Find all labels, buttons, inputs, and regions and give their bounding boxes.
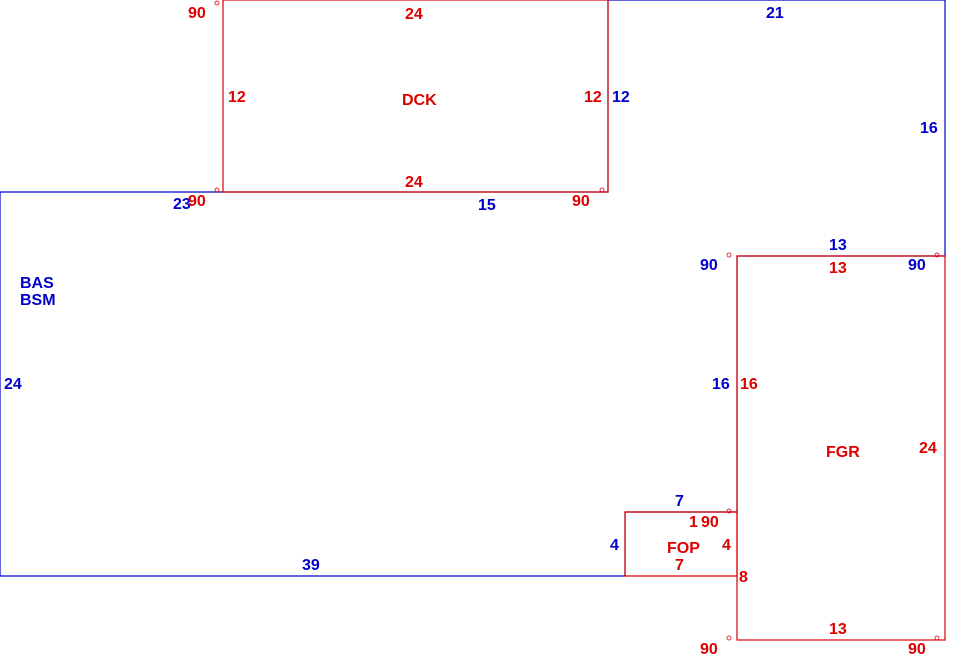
angle-dck-tl: 90	[188, 5, 206, 22]
dim-main-top: 21	[766, 5, 784, 22]
area-label-bsm: BSM	[20, 292, 56, 309]
dim-main-step-a: 23	[173, 196, 191, 213]
dim-dck-left: 12	[228, 89, 246, 106]
area-label-fop: FOP	[667, 540, 700, 557]
angle-fgr-br: 90	[908, 641, 926, 658]
dim-main-right-upper: 12	[612, 89, 630, 106]
angle-fgr-tr: 90	[908, 257, 926, 274]
dim-fop-top: 1	[689, 514, 698, 531]
dim-fgr-left: 16	[740, 376, 758, 393]
dim-main-bottom: 39	[302, 557, 320, 574]
dim-fgr-step: 8	[739, 569, 748, 586]
dim-fgr-right: 24	[919, 440, 937, 457]
dim-dck-top: 24	[405, 6, 423, 23]
dim-fgr-top: 13	[829, 260, 847, 277]
dim-main-step-f: 4	[610, 537, 619, 554]
dim-fop-right: 4	[722, 537, 731, 554]
dim-main-step-b: 15	[478, 197, 496, 214]
dim-main-right: 16	[920, 120, 938, 137]
fgr-outline	[736, 255, 946, 641]
fop-outline	[624, 511, 738, 577]
dim-main-step-e: 7	[675, 493, 684, 510]
angle-fgr-tl: 90	[700, 257, 718, 274]
angle-fop-tr: 90	[701, 514, 719, 531]
angle-fgr-bl: 90	[700, 641, 718, 658]
dim-fgr-bottom: 13	[829, 621, 847, 638]
area-label-fgr: FGR	[826, 444, 860, 461]
dim-fop-bottom: 7	[675, 557, 684, 574]
angle-dck-br: 90	[572, 193, 590, 210]
dck-outline	[222, 0, 609, 193]
angle-dck-bl: 90	[188, 193, 206, 210]
dim-dck-right: 12	[584, 89, 602, 106]
main-outline	[0, 0, 946, 577]
dim-dck-bottom: 24	[405, 174, 423, 191]
angle-markers	[214, 0, 940, 641]
dim-main-step-c: 13	[829, 237, 847, 254]
area-label-dck: DCK	[402, 92, 437, 109]
dim-main-left: 24	[4, 376, 22, 393]
area-label-bas: BAS	[20, 275, 54, 292]
dim-main-step-d: 16	[712, 376, 730, 393]
